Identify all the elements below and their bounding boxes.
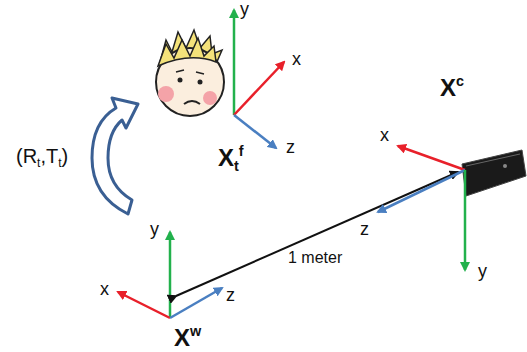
label-group: y (240, 0, 249, 18)
label-group: y (478, 262, 487, 280)
label-group: z (226, 286, 235, 304)
transform-arrow (92, 98, 138, 214)
face-cartoon (156, 30, 224, 116)
index-mark: t (37, 156, 40, 170)
axis-label: ) (62, 145, 69, 167)
label-group: x (292, 50, 301, 68)
kinect-camera (462, 150, 526, 196)
axis-label: (R (16, 145, 37, 167)
axis-label: 1 meter (288, 249, 342, 266)
axis-label: z (286, 137, 295, 157)
distance-arrow (176, 172, 458, 296)
camera-frame-axes (378, 146, 465, 270)
face-frame-axes (234, 10, 284, 148)
world-frame-axes (118, 232, 222, 318)
label-group: (Rt,Tt) (16, 146, 68, 169)
label-group: 1 meter (288, 250, 342, 266)
axis-label: z (360, 219, 369, 239)
index-mark: c (456, 73, 464, 89)
axis-label: X (440, 74, 456, 101)
axis-label: z (226, 285, 235, 305)
axis-label: y (240, 0, 249, 19)
index-mark: t (234, 158, 239, 174)
label-group: x (100, 280, 109, 298)
label-group: z (286, 138, 295, 156)
axis-label: y (478, 261, 487, 281)
axis-label: x (380, 125, 389, 145)
index-mark: f (239, 143, 244, 159)
axis-label: x (292, 49, 301, 69)
axis-label: x (100, 279, 109, 299)
label-group: x (380, 126, 389, 144)
axis-label: X (174, 324, 190, 351)
axis-label: X (218, 144, 234, 171)
label-group: y (150, 220, 159, 238)
index-mark: w (190, 323, 201, 339)
index-mark: t (58, 156, 61, 170)
label-group: Xc (440, 74, 464, 100)
axis-label: y (150, 219, 159, 239)
axis-label: ,T (40, 145, 58, 167)
label-group: Xw (174, 324, 201, 350)
label-group: z (360, 220, 369, 238)
label-group: Xtf (218, 144, 244, 174)
